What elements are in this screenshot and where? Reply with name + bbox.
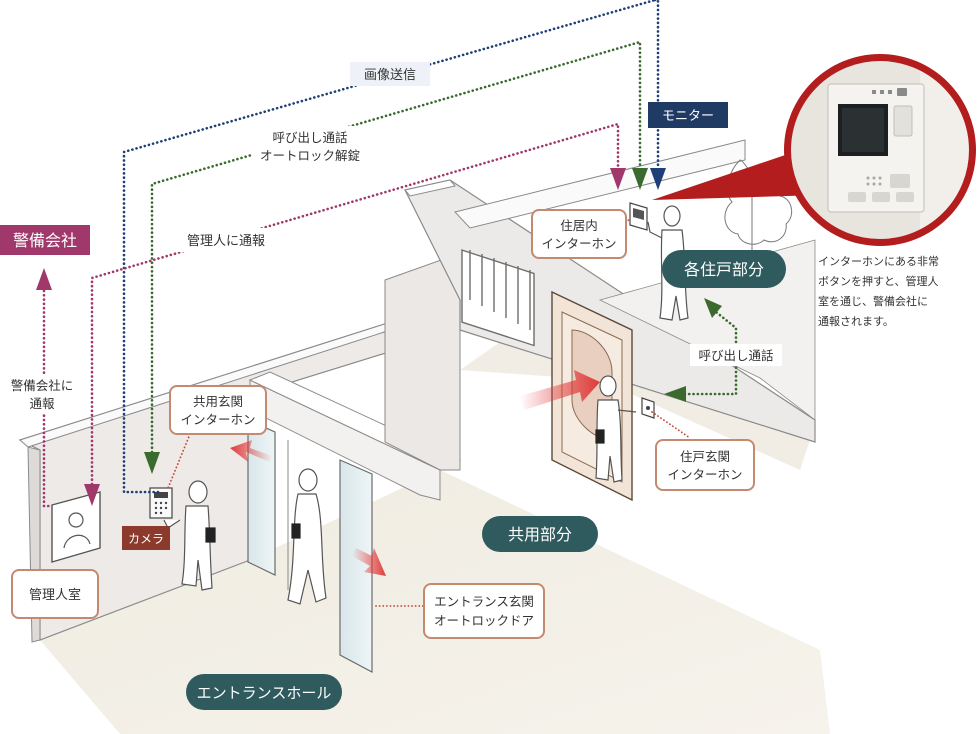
svg-text:オートロックドア: オートロックドア (434, 613, 534, 628)
unit-call-line (670, 310, 738, 396)
each-unit-pill: 各住戸部分 (662, 250, 786, 288)
svg-text:通報: 通報 (29, 396, 55, 411)
window-grille (461, 249, 535, 347)
svg-text:管理人に通報: 管理人に通報 (187, 234, 265, 249)
svg-text:モニター: モニター (662, 109, 714, 124)
residence-intercom-device (629, 202, 648, 231)
svg-text:住居内: 住居内 (560, 218, 598, 233)
entrance-hall-wall (248, 254, 462, 501)
svg-text:オートロック解錠: オートロック解錠 (260, 148, 361, 163)
image-send-label: 画像送信 (350, 62, 430, 86)
svg-text:エントランスホール: エントランスホール (197, 684, 332, 702)
svg-text:警備会社: 警備会社 (13, 231, 77, 250)
svg-text:住戸玄関: 住戸玄関 (680, 449, 730, 464)
unit-entrance-intercom-device (641, 397, 655, 419)
camera-badge: カメラ (122, 526, 170, 550)
svg-text:通報されます。: 通報されます。 (818, 315, 894, 328)
notify-manager-arrowhead (610, 168, 626, 190)
corridor-wall (404, 139, 816, 443)
residence-intercom-callout: 住居内 インターホン (531, 209, 627, 259)
notify-security-arrowhead (36, 268, 52, 290)
svg-text:インターホン: インターホン (180, 412, 255, 427)
call-unlock-arrowhead-monitor (632, 168, 648, 190)
common-area-pill: 共用部分 (482, 516, 598, 552)
notify-manager-line (90, 122, 620, 486)
common-intercom-callout-line (167, 433, 191, 489)
svg-text:画像送信: 画像送信 (364, 68, 416, 83)
unit-entrance-intercom-callout: 住戸玄関 インターホン (655, 439, 755, 491)
call-unlock-label: 呼び出し通話 オートロック解錠 (252, 126, 368, 166)
svg-text:呼び出し通話: 呼び出し通話 (272, 130, 347, 145)
entry-arrow-common-entrance (230, 440, 272, 462)
svg-text:各住戸部分: 各住戸部分 (684, 260, 764, 279)
entry-arrow-autolock-door (352, 548, 386, 576)
svg-text:共用部分: 共用部分 (508, 525, 572, 544)
notify-manager-label: 管理人に通報 (172, 228, 280, 252)
unit-intercom-callout-line (651, 411, 691, 439)
monitor-badge: モニター (648, 102, 728, 128)
svg-text:インターホンにある非常: インターホンにある非常 (818, 255, 939, 268)
intercom-monitor-zoom (784, 54, 976, 246)
svg-text:呼び出し通話: 呼び出し通話 (698, 348, 773, 363)
unit-call-arrowhead-left (664, 386, 686, 402)
common-entrance-intercom-callout: 共用玄関 インターホン (169, 385, 267, 435)
call-unlock-arrowhead-panel (144, 452, 160, 474)
image-send-arrowhead (650, 168, 666, 190)
unit-call-label: 呼び出し通話 (690, 344, 782, 366)
zoom-pointer (652, 150, 820, 200)
entrance-hall-pill: エントランスホール (186, 674, 342, 710)
person-walking (287, 468, 327, 605)
entry-arrow-unit-door (520, 370, 600, 410)
svg-text:ボタンを押すと、管理人: ボタンを押すと、管理人 (818, 274, 939, 288)
svg-text:カメラ: カメラ (128, 532, 164, 546)
svg-text:インターホン: インターホン (541, 236, 616, 251)
person-at-common-intercom (163, 480, 216, 591)
svg-text:エントランス玄関: エントランス玄関 (434, 594, 534, 609)
svg-text:インターホン: インターホン (667, 467, 742, 482)
svg-text:管理人室: 管理人室 (29, 587, 81, 603)
security-company-badge: 警備会社 (0, 225, 90, 255)
entrance-autolock-callout: エントランス玄関 オートロックドア (423, 583, 545, 639)
unit-call-arrowhead-up (704, 298, 722, 318)
common-entrance-intercom-panel (149, 487, 173, 519)
svg-text:警備会社に: 警備会社に (11, 378, 74, 393)
svg-text:共用玄関: 共用玄関 (193, 394, 243, 409)
call-unlock-line (150, 40, 642, 454)
manager-room-window (51, 491, 101, 563)
manager-room-callout: 管理人室 (11, 569, 99, 619)
person-at-unit-door (595, 375, 637, 483)
notify-security-line (42, 276, 54, 508)
svg-text:室を通じ、警備会社に: 室を通じ、警備会社に (818, 294, 928, 308)
emergency-note: インターホンにある非常 ボタンを押すと、管理人 室を通じ、警備会社に 通報されま… (818, 255, 939, 328)
notify-manager-arrowhead-room (84, 484, 100, 506)
notify-security-label: 警備会社に 通報 (2, 374, 84, 414)
